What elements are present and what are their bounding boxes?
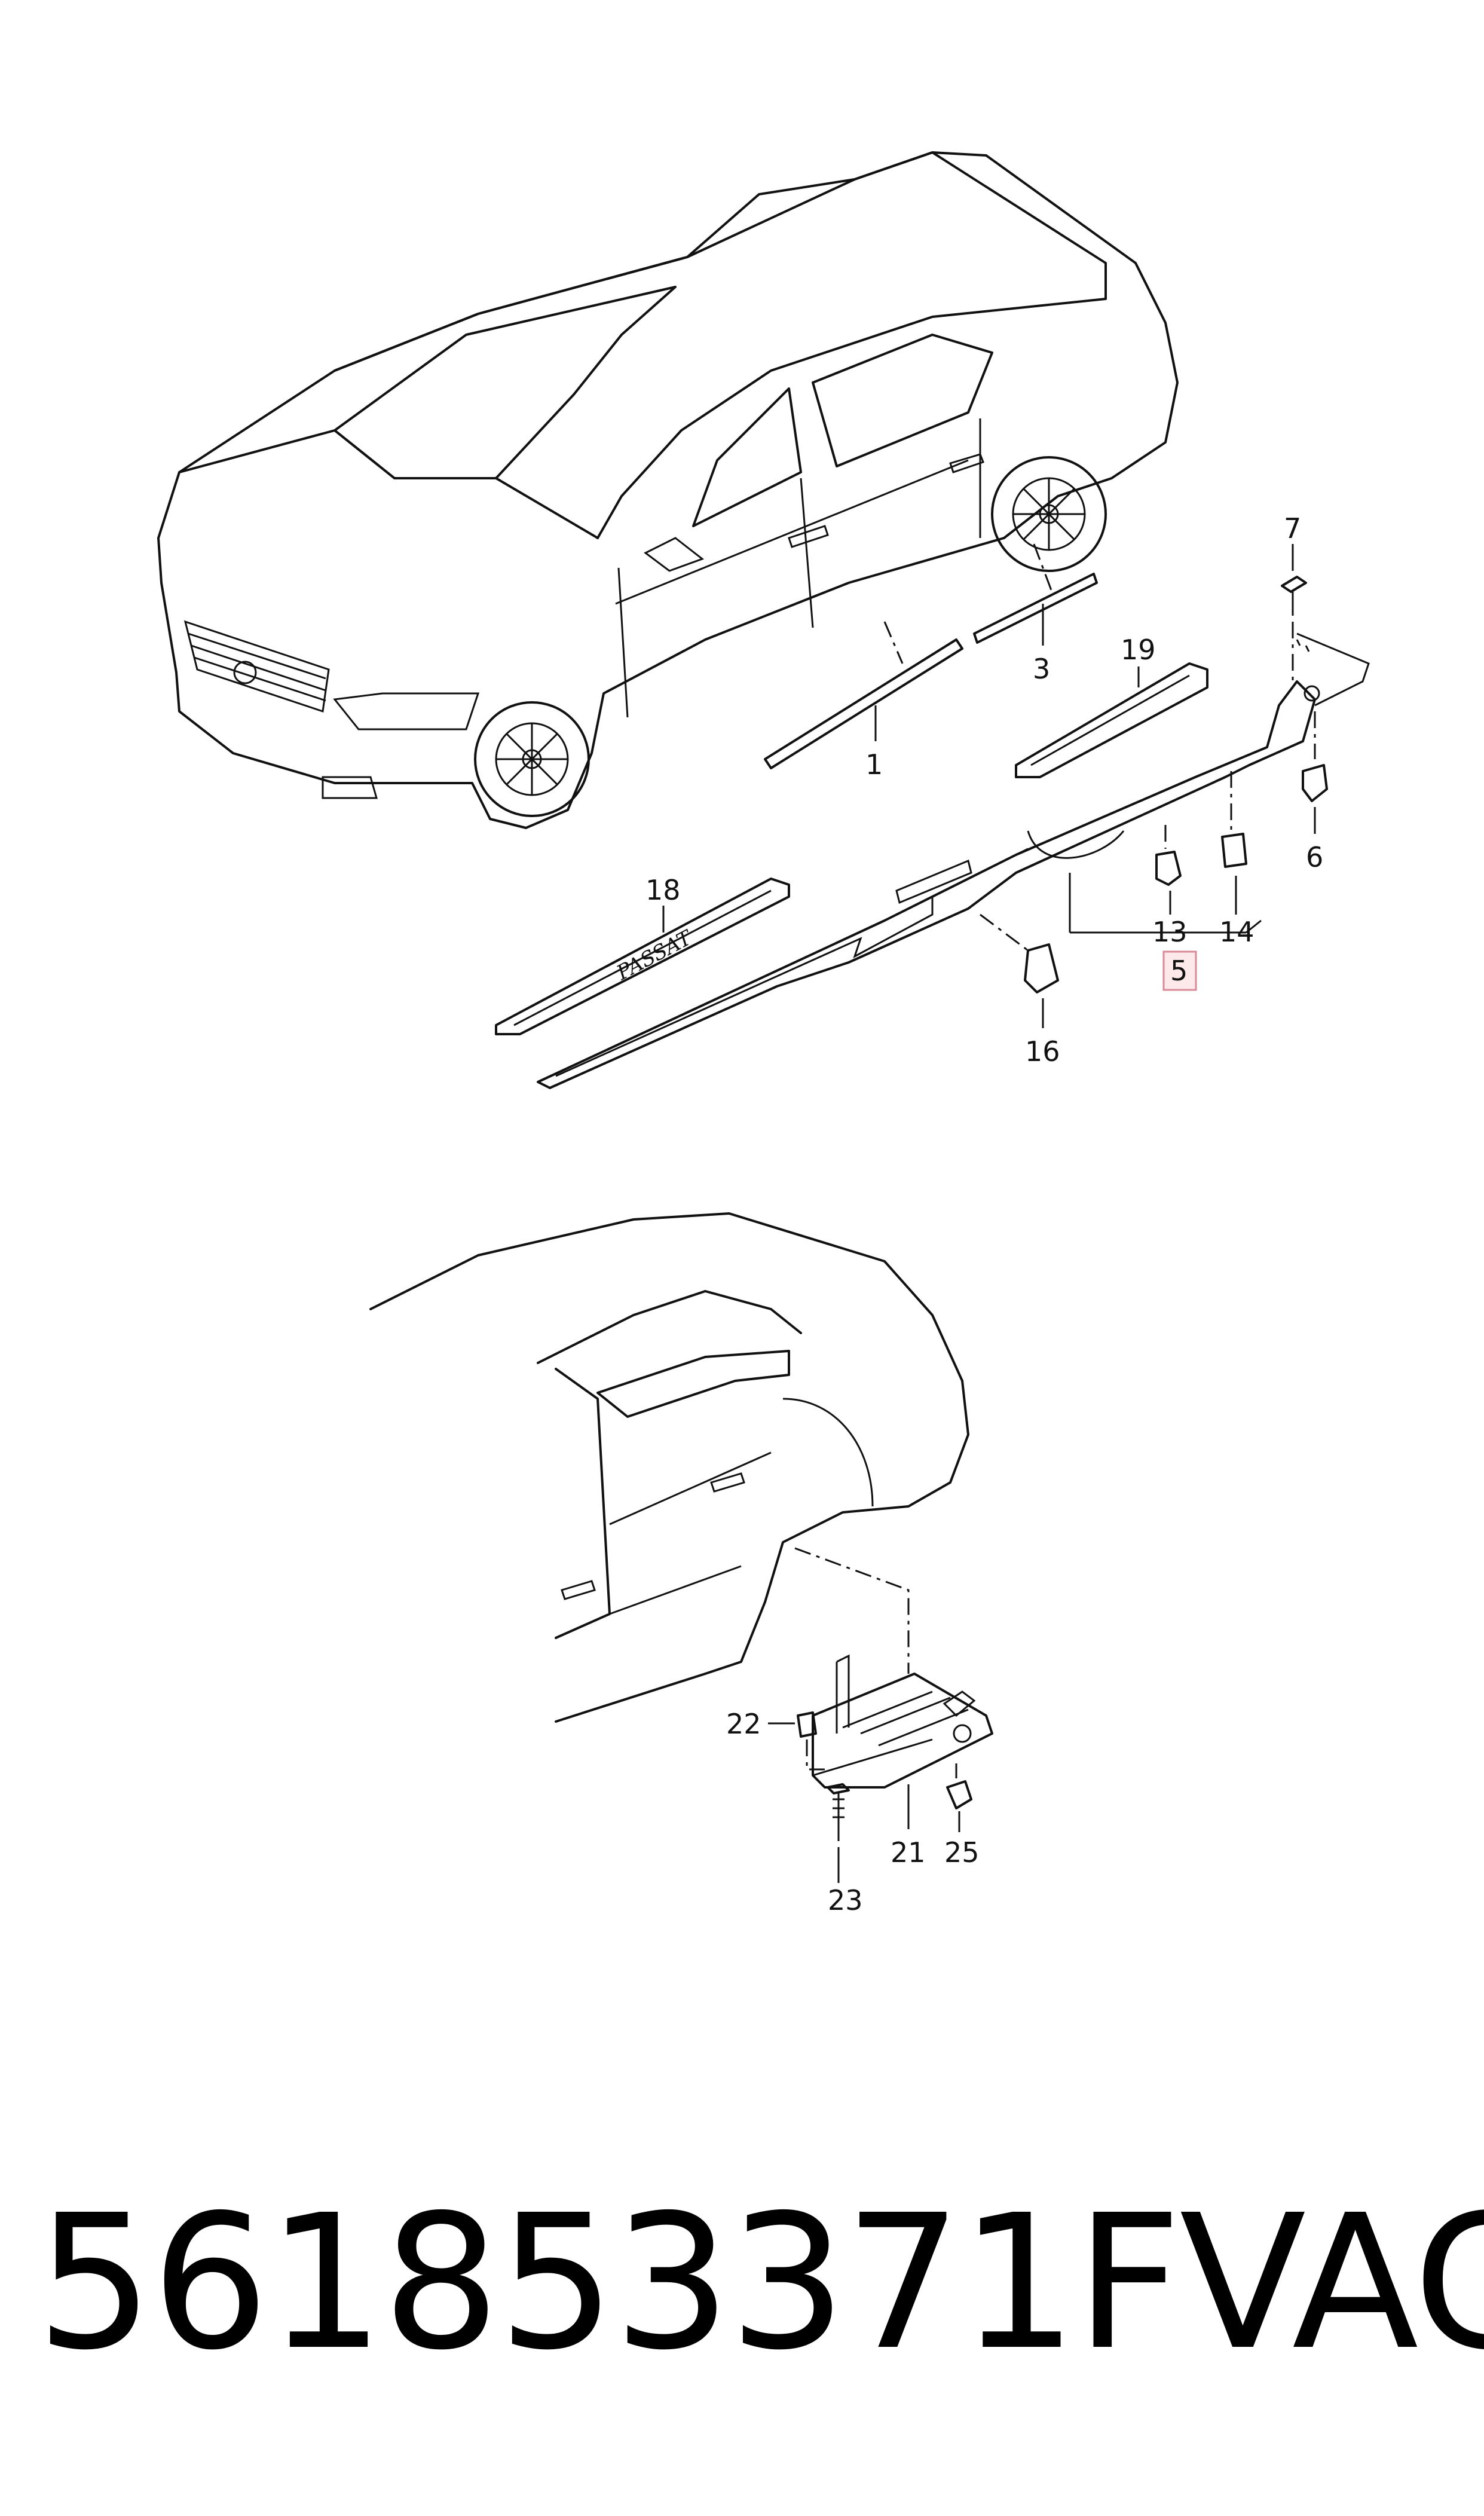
part-info-footer: 561853371F VAG: [36, 2158, 1484, 2409]
callout-18: 18: [645, 874, 681, 906]
callout-23: 23: [828, 1884, 863, 1916]
bracket-21: [812, 1673, 993, 1789]
parts-diagram: PASSAT: [157, 151, 1370, 1916]
rear-bracket-assembly: [797, 1654, 993, 1841]
callout-22: 22: [726, 1708, 761, 1740]
callout-1: 1: [865, 748, 883, 781]
callout-19: 19: [1121, 634, 1156, 666]
clip-25: [946, 1780, 972, 1809]
part-number: 561853371F: [36, 2175, 1182, 2391]
car-front-view: [157, 151, 1179, 829]
clip-13: [1155, 851, 1182, 886]
clip-16: [1024, 943, 1059, 993]
callout-13: 13: [1152, 916, 1188, 948]
callouts: 1 3 5 6 7 13 14 16 18 19 21 22 23: [645, 512, 1323, 1916]
sill-plate-rear: [1015, 662, 1208, 778]
callout-14: 14: [1219, 916, 1254, 948]
clip-nut-6: [1302, 764, 1328, 802]
callout-25: 25: [944, 1836, 980, 1869]
callout-5: 5: [1170, 955, 1188, 987]
brand-name: VAG: [1179, 2175, 1484, 2391]
callout-6: 6: [1306, 841, 1323, 873]
sill-plate-front: [495, 878, 790, 1035]
callout-5-highlight: [1162, 950, 1197, 991]
clip-14: [1221, 833, 1247, 868]
side-moulding-front: [764, 638, 963, 769]
car-rear-view: [369, 1212, 969, 1723]
screw-23: [827, 1783, 850, 1794]
screw-7: [1281, 576, 1307, 593]
callout-21: 21: [891, 1836, 926, 1869]
side-moulding-rear: [973, 573, 1098, 644]
callout-7: 7: [1284, 512, 1301, 545]
nut-22: [797, 1711, 817, 1738]
callout-3: 3: [1033, 653, 1050, 685]
callout-16: 16: [1025, 1035, 1060, 1068]
